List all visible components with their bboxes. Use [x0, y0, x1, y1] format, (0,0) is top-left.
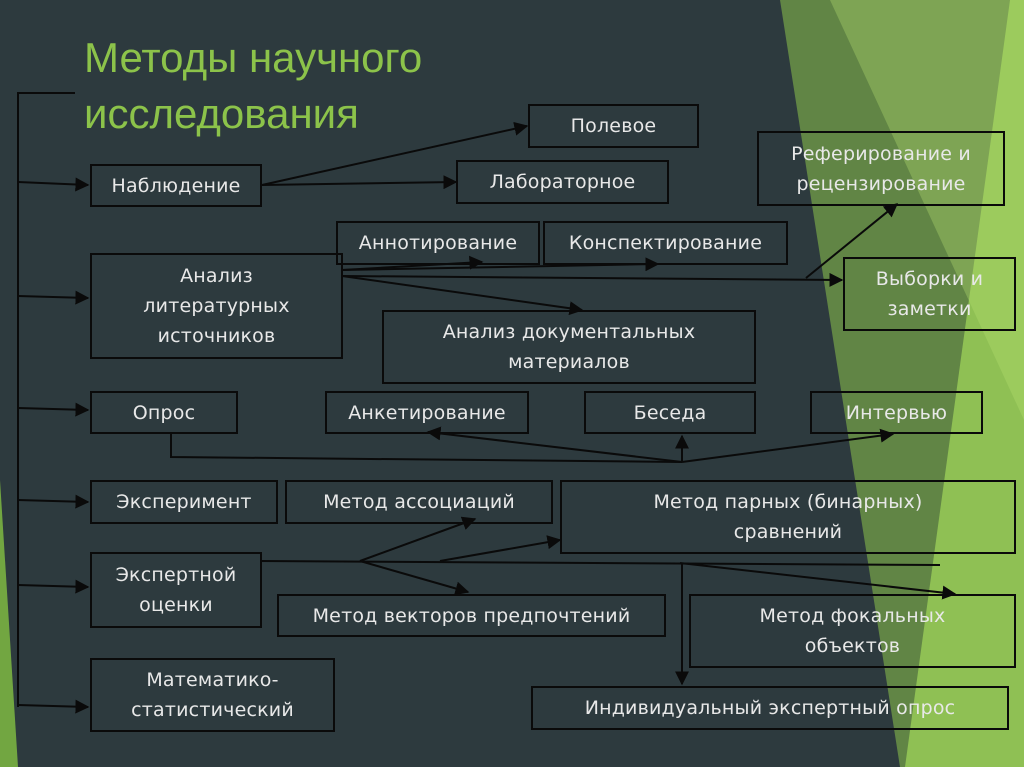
node-label: Интервью: [845, 401, 948, 424]
node-polevoe: Полевое: [528, 104, 699, 148]
node-vyborki: Выборки и заметки: [843, 257, 1016, 331]
node-matem: Математико-статистический: [90, 658, 335, 732]
node-metod-assoc: Метод ассоциаций: [285, 480, 553, 524]
node-label: Метод фокальных объектов: [759, 605, 946, 657]
node-label: Выборки и заметки: [875, 268, 984, 320]
node-nablyudenie: Наблюдение: [90, 164, 262, 207]
page-title: Методы научного исследования: [84, 34, 423, 137]
node-opros: Опрос: [90, 391, 238, 434]
node-label: Анализ документальных материалов: [442, 321, 696, 373]
node-label: Метод векторов предпочтений: [312, 604, 631, 627]
node-metod-vektorov: Метод векторов предпочтений: [277, 594, 666, 637]
node-label: Анкетирование: [348, 401, 506, 424]
node-label: Индивидуальный экспертный опрос: [584, 697, 956, 719]
node-label: Наблюдение: [111, 174, 241, 197]
node-beseda: Беседа: [584, 391, 756, 434]
node-label: Беседа: [633, 401, 707, 424]
node-metod-fokal: Метод фокальных объектов: [689, 594, 1016, 668]
node-laboratornoe: Лабораторное: [456, 160, 669, 204]
node-label: Реферирование и рецензирование: [791, 142, 971, 195]
node-individ: Индивидуальный экспертный опрос: [531, 686, 1009, 730]
node-label: Метод парных (бинарных) сравнений: [653, 491, 923, 543]
node-intervyu: Интервью: [810, 391, 983, 434]
node-label: Полевое: [570, 115, 657, 137]
node-konspektirovanie: Конспектирование: [543, 221, 788, 265]
node-label: Анализ литературных источников: [143, 265, 290, 347]
node-label: Математико-статистический: [131, 669, 294, 721]
node-label: Опрос: [132, 401, 196, 424]
node-label: Конспектирование: [568, 232, 763, 254]
node-metod-parnyh: Метод парных (бинарных) сравнений: [560, 480, 1016, 554]
node-label: Экспертной оценки: [115, 564, 237, 616]
node-referirovanie: Реферирование и рецензирование: [757, 131, 1005, 206]
node-label: Метод ассоциаций: [323, 491, 515, 513]
node-analiz-doc: Анализ документальных материалов: [382, 310, 756, 384]
node-eksperiment: Эксперимент: [90, 480, 278, 524]
node-label: Эксперимент: [116, 491, 252, 513]
node-ekspertnoy: Экспертной оценки: [90, 552, 262, 628]
node-anketirovanie: Анкетирование: [325, 391, 529, 434]
node-label: Аннотирование: [358, 232, 518, 254]
node-annotirovanie: Аннотирование: [336, 221, 540, 265]
node-label: Лабораторное: [489, 171, 636, 193]
node-analiz-lit: Анализ литературных источников: [90, 253, 343, 359]
